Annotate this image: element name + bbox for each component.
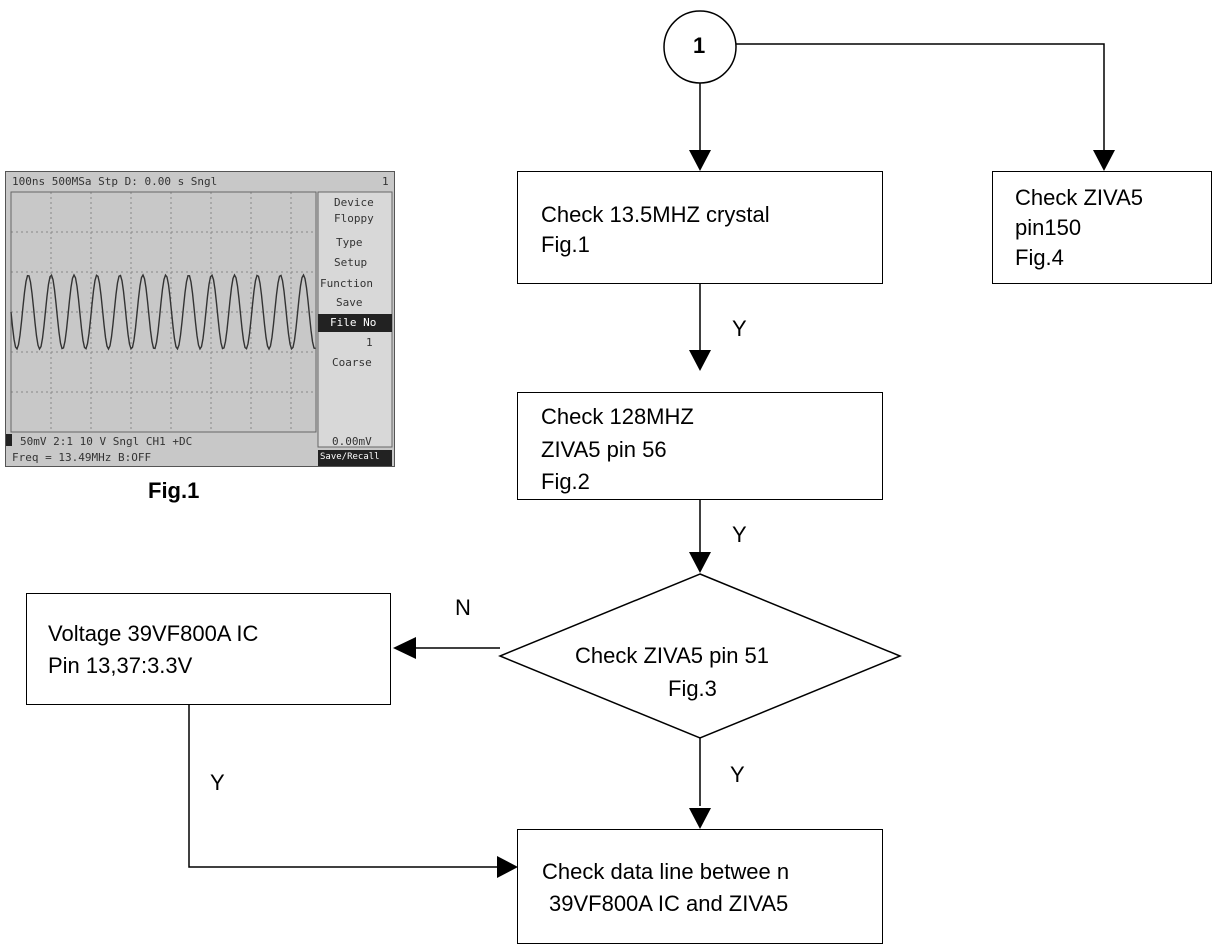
scope-waveform	[6, 191, 393, 466]
voltage-line1: Voltage 39VF800A IC	[48, 621, 259, 646]
oscilloscope-screenshot: 100ns 500MSa Stp D: 0.00 s Sngl 1 Device…	[5, 171, 395, 467]
yes-label-voltage: Y	[210, 770, 225, 795]
dataline-line1: Check data line betwee n	[542, 859, 790, 884]
mhz128-check-box	[517, 392, 883, 500]
scope-bottom-right1: 0.00mV	[332, 435, 372, 448]
scope-menu-floppy: Floppy	[334, 212, 374, 225]
decision-line2: Fig.3	[668, 676, 717, 701]
crystal-check-line2: Fig.1	[541, 232, 590, 257]
yes-label-decision: Y	[730, 762, 745, 787]
decision-line1: Check ZIVA5 pin 51	[575, 643, 770, 668]
crystal-check-line1: Check 13.5MHZ crystal	[541, 202, 770, 227]
voltage-line2: Pin 13,37:3.3V	[48, 653, 193, 678]
connector-label: 1	[693, 33, 706, 58]
ziva-pin150-box	[992, 171, 1212, 284]
no-label-decision: N	[455, 595, 471, 620]
scope-menu-function: Function	[320, 277, 373, 290]
ziva-pin150-line3: Fig.4	[1015, 245, 1064, 270]
scope-menu-setup: Setup	[334, 256, 368, 269]
mhz128-line2: ZIVA5 pin 56	[541, 437, 667, 462]
scope-bottom-right2: Save/Recall	[320, 452, 380, 462]
crystal-check-box	[517, 171, 883, 284]
figure-caption: Fig.1	[148, 478, 200, 503]
scope-top-bar: 100ns 500MSa Stp D: 0.00 s Sngl	[12, 175, 218, 188]
ziva-pin150-line1: Check ZIVA5	[1015, 185, 1143, 210]
scope-menu-file-value: 1	[366, 336, 373, 349]
dataline-line2: 39VF800A IC and ZIVA5	[549, 891, 789, 916]
scope-top-right: 1	[382, 175, 389, 188]
scope-menu-type: Type	[336, 236, 363, 249]
scope-menu-file-no: File No	[330, 316, 377, 329]
scope-bottom-line1: 50mV 2:1 10 V Sngl CH1 +DC	[20, 435, 193, 448]
mhz128-line3: Fig.2	[541, 469, 590, 494]
dataline-check-box	[517, 829, 883, 944]
yes-label-128mhz: Y	[732, 522, 747, 547]
ziva-pin150-line2: pin150	[1015, 215, 1082, 240]
voltage-check-box	[26, 593, 391, 705]
scope-bottom-line2: Freq = 13.49MHz B:OFF	[12, 451, 152, 464]
scope-menu-device: Device	[334, 196, 374, 209]
scope-menu-save: Save	[336, 296, 363, 309]
scope-menu-coarse: Coarse	[332, 356, 372, 369]
yes-label-crystal: Y	[732, 316, 747, 341]
mhz128-line1: Check 128MHZ	[541, 404, 694, 429]
